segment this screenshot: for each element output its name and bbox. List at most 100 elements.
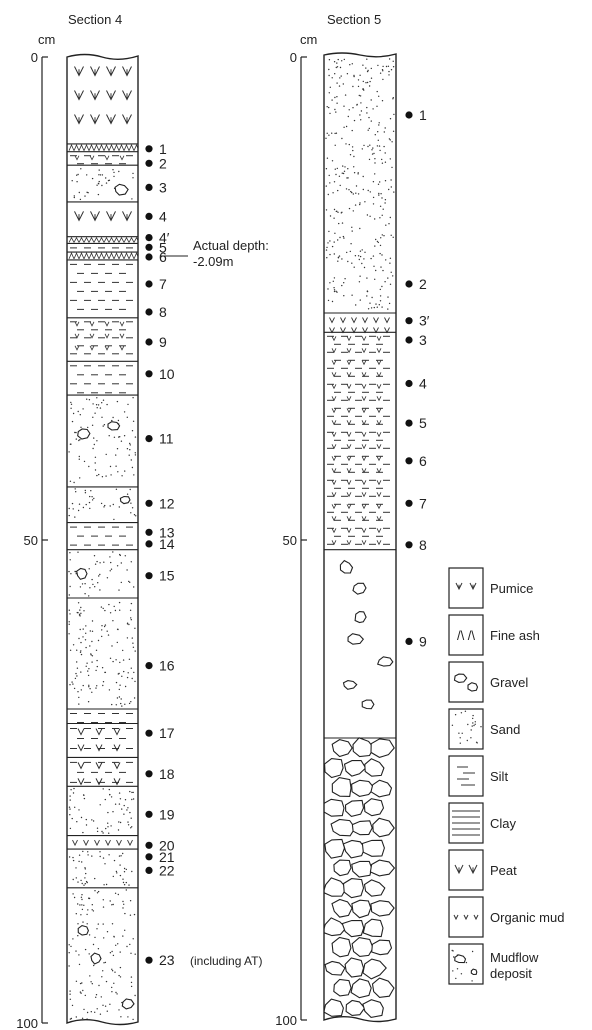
sample-marker-dot — [145, 500, 152, 507]
section-4-layer-peat — [75, 211, 132, 220]
sample-number: 18 — [159, 766, 175, 782]
sample-marker-dot — [405, 500, 412, 507]
section-4-layer-organic-mud — [73, 840, 133, 845]
section-4-layer-silt — [70, 714, 133, 723]
sample-marker-dot — [145, 572, 152, 579]
section-4-sample: 9 — [145, 334, 167, 350]
section-4-tick-50: 50 — [24, 533, 38, 548]
section-4-layer-peat-silt — [70, 762, 133, 784]
section-5-sample: 4 — [405, 376, 427, 392]
sample-marker-dot — [405, 420, 412, 427]
section-4-sample: 15 — [145, 568, 174, 584]
section-4-layer-gravel-sand — [69, 488, 137, 520]
section-4-title: Section 4 — [68, 12, 122, 27]
sample-marker-dot — [405, 111, 412, 118]
section-4-sample: 7 — [145, 276, 167, 292]
sample-number: 12 — [159, 495, 175, 511]
sample-number: 6 — [159, 249, 167, 265]
sample-marker-dot — [145, 662, 152, 669]
section-5-sample: 8 — [405, 537, 427, 553]
sample-marker-dot — [405, 541, 412, 548]
sample-marker-dot — [145, 338, 152, 345]
section-5-layer-organic-silt — [327, 336, 390, 544]
sample-number: 8 — [419, 537, 427, 553]
sample-marker-dot — [145, 253, 152, 260]
sample-number: 4 — [159, 208, 167, 224]
sample-marker-dot — [145, 957, 152, 964]
section-4-layer-gravel-sand — [68, 397, 136, 483]
section-4-layer-silt — [70, 527, 133, 545]
sample-marker-dot — [145, 435, 152, 442]
section-4-layer-silt — [70, 366, 133, 393]
sample-number: 8 — [159, 304, 167, 320]
section-4-layer-peat — [75, 67, 132, 124]
sample-number: 9 — [419, 633, 427, 649]
section-5-sample: 9 — [405, 633, 427, 649]
sample-marker-dot — [405, 380, 412, 387]
section-4-sample: 10 — [145, 366, 174, 382]
legend-swatch — [449, 897, 483, 937]
section-4-depth-scale: 0 50 100 — [16, 50, 48, 1030]
sample-number: 2 — [419, 276, 427, 292]
sample-marker-dot — [145, 244, 152, 251]
sample-number: 10 — [159, 366, 175, 382]
section-5-sample: 5 — [405, 415, 427, 431]
legend-swatch — [449, 850, 483, 890]
section-4-layer-fine-ash — [69, 238, 139, 243]
section-4-layer-sand — [68, 602, 135, 707]
sample-number: 9 — [159, 334, 167, 350]
section-4-layer-peat-silt — [70, 729, 133, 751]
section-4-sample: 22 — [145, 862, 174, 878]
legend-label-line-2: deposit — [490, 966, 532, 981]
legend-swatch — [449, 756, 483, 796]
section-4-sample: 11 — [145, 431, 173, 447]
sample-number: 7 — [419, 495, 427, 511]
section-5-layer-gravel — [340, 561, 392, 709]
sample-number: 23 — [159, 952, 175, 968]
section-5-depth-scale: 0 50 100 — [275, 50, 307, 1028]
legend-swatch-pattern: /\ /\ — [457, 628, 475, 643]
sample-number: 11 — [159, 431, 174, 447]
sample-marker-dot — [405, 457, 412, 464]
legend-label: Sand — [490, 722, 520, 737]
section-5-sample: 6 — [405, 453, 427, 469]
sample-number: 2 — [159, 155, 167, 171]
section-4: Section 4 cm 0 50 100 12344′567891011121… — [16, 12, 269, 1030]
section-4-depth-note: Actual depth: -2.09m — [160, 238, 269, 269]
section-4-sample: 19 — [145, 806, 174, 822]
sample-marker-dot — [405, 638, 412, 645]
legend-item-silt: Silt — [449, 756, 508, 796]
legend-item-fine-ash: /\ /\ Fine ash — [449, 615, 540, 655]
sample-marker-dot — [405, 280, 412, 287]
sample-marker-dot — [405, 336, 412, 343]
section-4-layer-fine-ash — [69, 145, 139, 151]
lithology-legend: Pumice/\ /\Fine ashGravelSandSiltClayPea… — [449, 568, 564, 984]
sample-marker-dot — [145, 280, 152, 287]
section-4-sample: 23(including AT) — [145, 952, 262, 968]
sample-number: 5 — [419, 415, 427, 431]
legend-label: Fine ash — [490, 628, 540, 643]
legend-item-peat: Peat — [449, 850, 517, 890]
legend-swatch — [449, 662, 483, 702]
section-5-sample: 7 — [405, 495, 427, 511]
section-5-tick-0: 0 — [290, 50, 297, 65]
sample-marker-dot — [145, 370, 152, 377]
section-4-layer-silt — [70, 264, 133, 309]
section-4-layer-sand — [69, 788, 135, 834]
section-4-tick-0: 0 — [31, 50, 38, 65]
section-4-column-fill — [67, 67, 139, 1021]
legend-label: Organic mud — [490, 910, 564, 925]
section-4-sample: 6 — [145, 249, 167, 265]
section-4-sample: 4 — [145, 208, 167, 224]
section-4-layer-sand — [69, 851, 133, 886]
legend-label: Clay — [490, 816, 517, 831]
sample-marker-dot — [405, 317, 412, 324]
sample-number: 17 — [159, 725, 175, 741]
sample-marker-dot — [145, 540, 152, 547]
section-4-layer-organic-silt — [70, 322, 133, 354]
sample-number: 3 — [159, 179, 167, 195]
sample-number: 4 — [419, 376, 427, 392]
section-4-layer-gravel-sand — [68, 889, 135, 1020]
section-5-sample: 2 — [405, 276, 427, 292]
